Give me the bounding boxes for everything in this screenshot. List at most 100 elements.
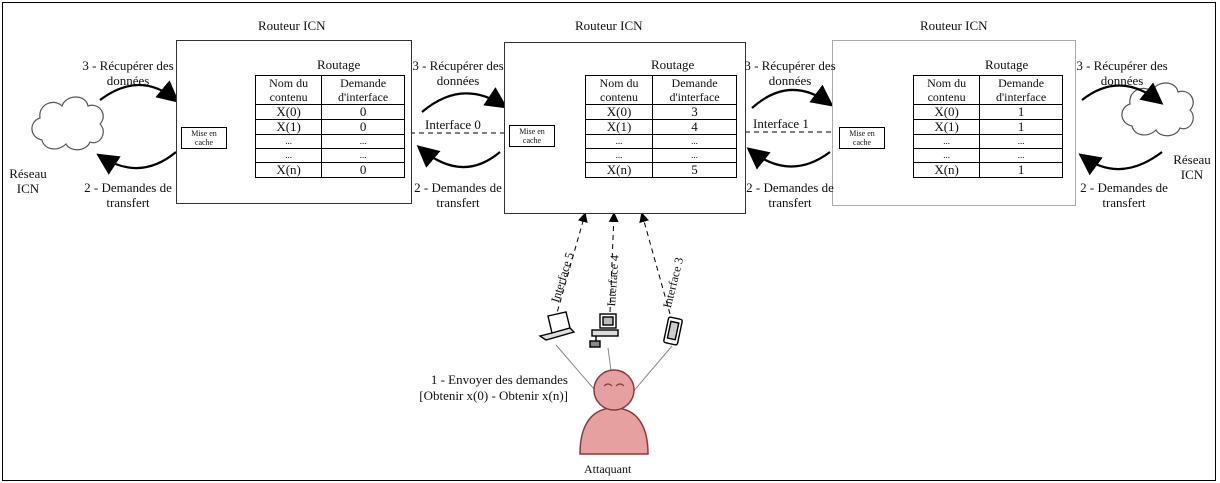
transfer-requests-label: 2 - Demandes de transfert (84, 180, 172, 210)
retrieve-data-label: 3 - Récupérer des données (1076, 58, 1168, 88)
content-name-cell: X(1) (912, 119, 981, 135)
table-row: ...... (254, 134, 405, 149)
interface-4-link (608, 212, 619, 313)
retrieve-arrow (751, 84, 834, 109)
send-requests-label: 1 - Envoyer des demandes (430, 372, 568, 387)
table-header-row: Nom du contenu Demande d'interface (254, 75, 405, 105)
content-name-cell: X(n) (254, 162, 323, 178)
content-name-cell: ... (912, 134, 981, 149)
interface-cell: ... (321, 134, 405, 149)
router-title: Routeur ICN (920, 18, 988, 33)
interface-cell: 0 (321, 162, 405, 178)
table-header-row: Nom du contenu Demande d'interface (912, 75, 1063, 105)
transfer-arrow (1078, 151, 1163, 176)
interface-cell: ... (321, 148, 405, 163)
content-name-cell: X(0) (912, 104, 981, 120)
interface-cell: ... (652, 134, 737, 149)
interface-0-label: Interface 0 (424, 117, 482, 132)
routing-label: Routage (651, 57, 695, 72)
icn-router-3: Routage Mise en cache Nom du contenu Dem… (832, 40, 1076, 206)
table-row: X(n)0 (254, 162, 405, 178)
table-row: X(n)1 (912, 162, 1063, 178)
content-name-cell: X(0) (254, 104, 323, 120)
table-row: X(0)0 (254, 104, 405, 120)
table-row: X(0)1 (912, 104, 1063, 120)
interface-1-label: Interface 1 (752, 116, 810, 131)
content-name-cell: X(n) (912, 162, 981, 178)
interface-cell: 3 (652, 104, 737, 120)
retrieve-data-label: 3 - Récupérer des données (744, 58, 836, 88)
column-header: Demande d'interface (321, 75, 405, 105)
content-name-cell: ... (254, 148, 323, 163)
transfer-arrow (416, 145, 501, 169)
icn-router-2: Routage Mise en cache Nom du contenu Dem… (504, 42, 746, 214)
column-header: Nom du contenu (912, 75, 981, 105)
cloud-icon (1121, 82, 1194, 137)
column-header: Nom du contenu (584, 75, 654, 105)
send-requests-detail: [Obtenir x(0) - Obtenir x(n)] (419, 388, 568, 403)
interface-cell: 1 (979, 162, 1063, 178)
interface-cell: 1 (979, 119, 1063, 135)
table-row: ...... (912, 134, 1063, 149)
router-title: Routeur ICN (258, 18, 326, 33)
attacker-link (555, 344, 601, 397)
attacker-label: Attaquant (584, 462, 632, 476)
content-name-cell: X(1) (584, 119, 654, 135)
content-name-cell: X(0) (584, 104, 654, 120)
interface-cell: ... (979, 134, 1063, 149)
transfer-requests-label: 2 - Demandes de transfert (1080, 180, 1168, 210)
cache-box: Mise en cache (839, 127, 885, 149)
retrieve-data-label: 3 - Récupérer des données (82, 58, 174, 88)
content-name-cell: X(n) (584, 162, 654, 178)
routing-label: Routage (317, 57, 361, 72)
routing-table: Nom du contenu Demande d'interface X(0)0… (254, 75, 405, 178)
attacker-person-icon (579, 369, 649, 455)
column-header: Nom du contenu (254, 75, 323, 105)
retrieve-arrow (421, 87, 508, 113)
table-row: X(1)4 (584, 119, 737, 135)
routing-label: Routage (985, 57, 1029, 72)
interface-cell: 5 (652, 162, 737, 178)
interface-cell: 0 (321, 104, 405, 120)
desktop-computer-icon (589, 313, 619, 348)
transfer-arrow (746, 147, 831, 170)
routing-table: Nom du contenu Demande d'interface X(0)3… (584, 75, 737, 178)
retrieve-arrow (99, 80, 180, 103)
table-row: ...... (254, 148, 405, 163)
table-row: X(1)1 (912, 119, 1063, 135)
column-header: Demande d'interface (979, 75, 1063, 105)
icn-router-1: Routage Mise en cache Nom du contenu Dem… (176, 40, 412, 204)
transfer-requests-label: 2 - Demandes de transfert (746, 180, 834, 210)
content-name-cell: ... (584, 148, 654, 163)
router-title: Routeur ICN (575, 18, 643, 33)
table-row: ...... (584, 148, 737, 163)
table-row: X(1)0 (254, 119, 405, 135)
cloud-icon (31, 96, 104, 151)
content-name-cell: X(1) (254, 119, 323, 135)
interface-cell: ... (979, 148, 1063, 163)
interface-cell: 4 (652, 119, 737, 135)
icn-network-label: Réseau ICN (9, 166, 47, 196)
content-name-cell: ... (584, 134, 654, 149)
retrieve-arrow (1081, 82, 1164, 105)
interface-cell: 0 (321, 119, 405, 135)
retrieve-data-label: 3 - Récupérer des données (412, 58, 504, 88)
table-header-row: Nom du contenu Demande d'interface (584, 75, 737, 105)
interface-cell: 1 (979, 104, 1063, 120)
table-row: ...... (912, 148, 1063, 163)
transfer-arrow (96, 151, 177, 175)
table-row: X(0)3 (584, 104, 737, 120)
transfer-requests-label: 2 - Demandes de transfert (414, 180, 502, 210)
content-name-cell: ... (254, 134, 323, 149)
routing-table: Nom du contenu Demande d'interface X(0)1… (912, 75, 1063, 178)
laptop-icon (538, 311, 576, 341)
cache-box: Mise en cache (181, 127, 227, 149)
table-row: X(n)5 (584, 162, 737, 178)
content-name-cell: ... (912, 148, 981, 163)
interface-5-link (554, 212, 588, 321)
cache-box: Mise en cache (509, 125, 555, 147)
tablet-icon (663, 316, 683, 346)
column-header: Demande d'interface (652, 75, 737, 105)
